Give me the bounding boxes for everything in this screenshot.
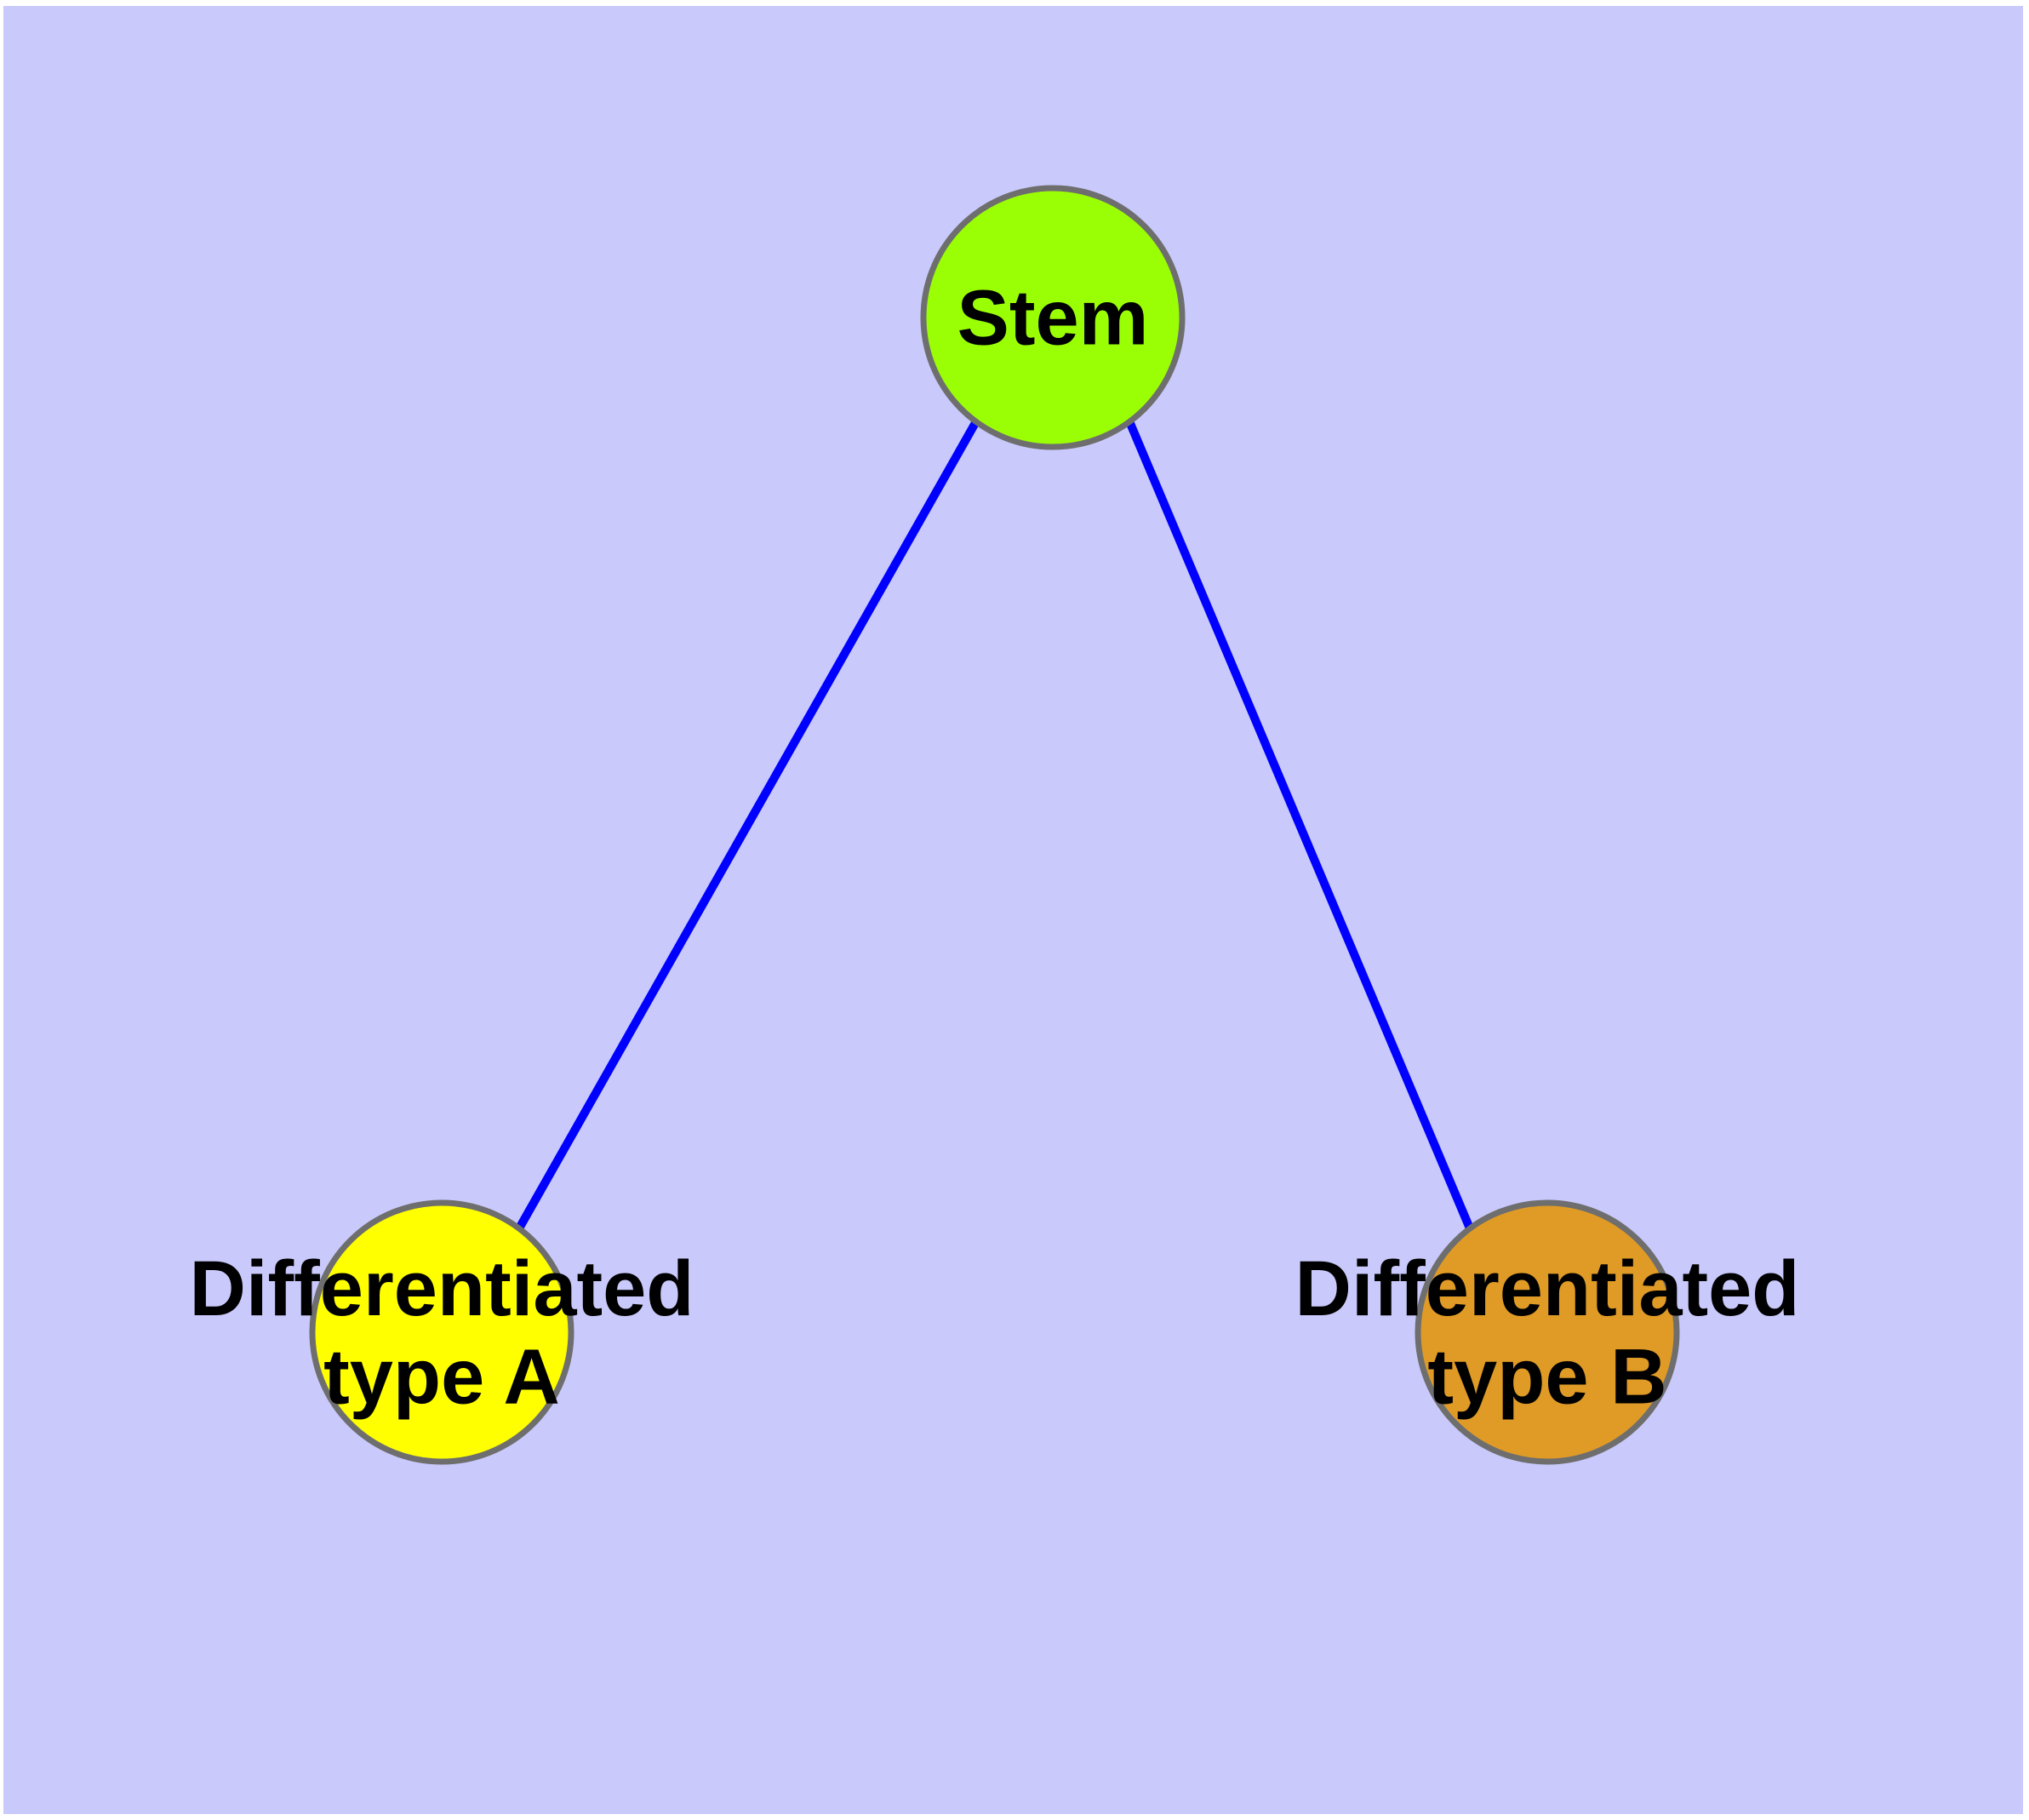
node-differentiated-type-a-label-line2: type A <box>323 1333 560 1420</box>
node-stem-label-line1: Stem <box>957 275 1149 362</box>
edges-layer <box>515 419 1474 1231</box>
node-differentiated-type-b-label-line1: Differentiated <box>1295 1245 1800 1332</box>
nodes-layer: Stem Differentiated type A Differentiate… <box>190 185 1800 1465</box>
node-differentiated-type-b[interactable]: Differentiated type B <box>1295 1199 1800 1465</box>
node-differentiated-type-a-circle[interactable] <box>309 1199 574 1465</box>
node-stem[interactable]: Stem <box>920 185 1186 450</box>
node-differentiated-type-b-label-line2: type B <box>1427 1333 1666 1420</box>
edge-stem-to-differentiated-type-a[interactable] <box>515 419 980 1231</box>
node-differentiated-type-a[interactable]: Differentiated type A <box>190 1199 694 1465</box>
edge-stem-to-differentiated-type-b[interactable] <box>1125 420 1474 1230</box>
node-differentiated-type-b-circle[interactable] <box>1415 1199 1680 1465</box>
node-stem-circle[interactable] <box>920 185 1186 450</box>
node-differentiated-type-a-label-line1: Differentiated <box>190 1245 694 1332</box>
